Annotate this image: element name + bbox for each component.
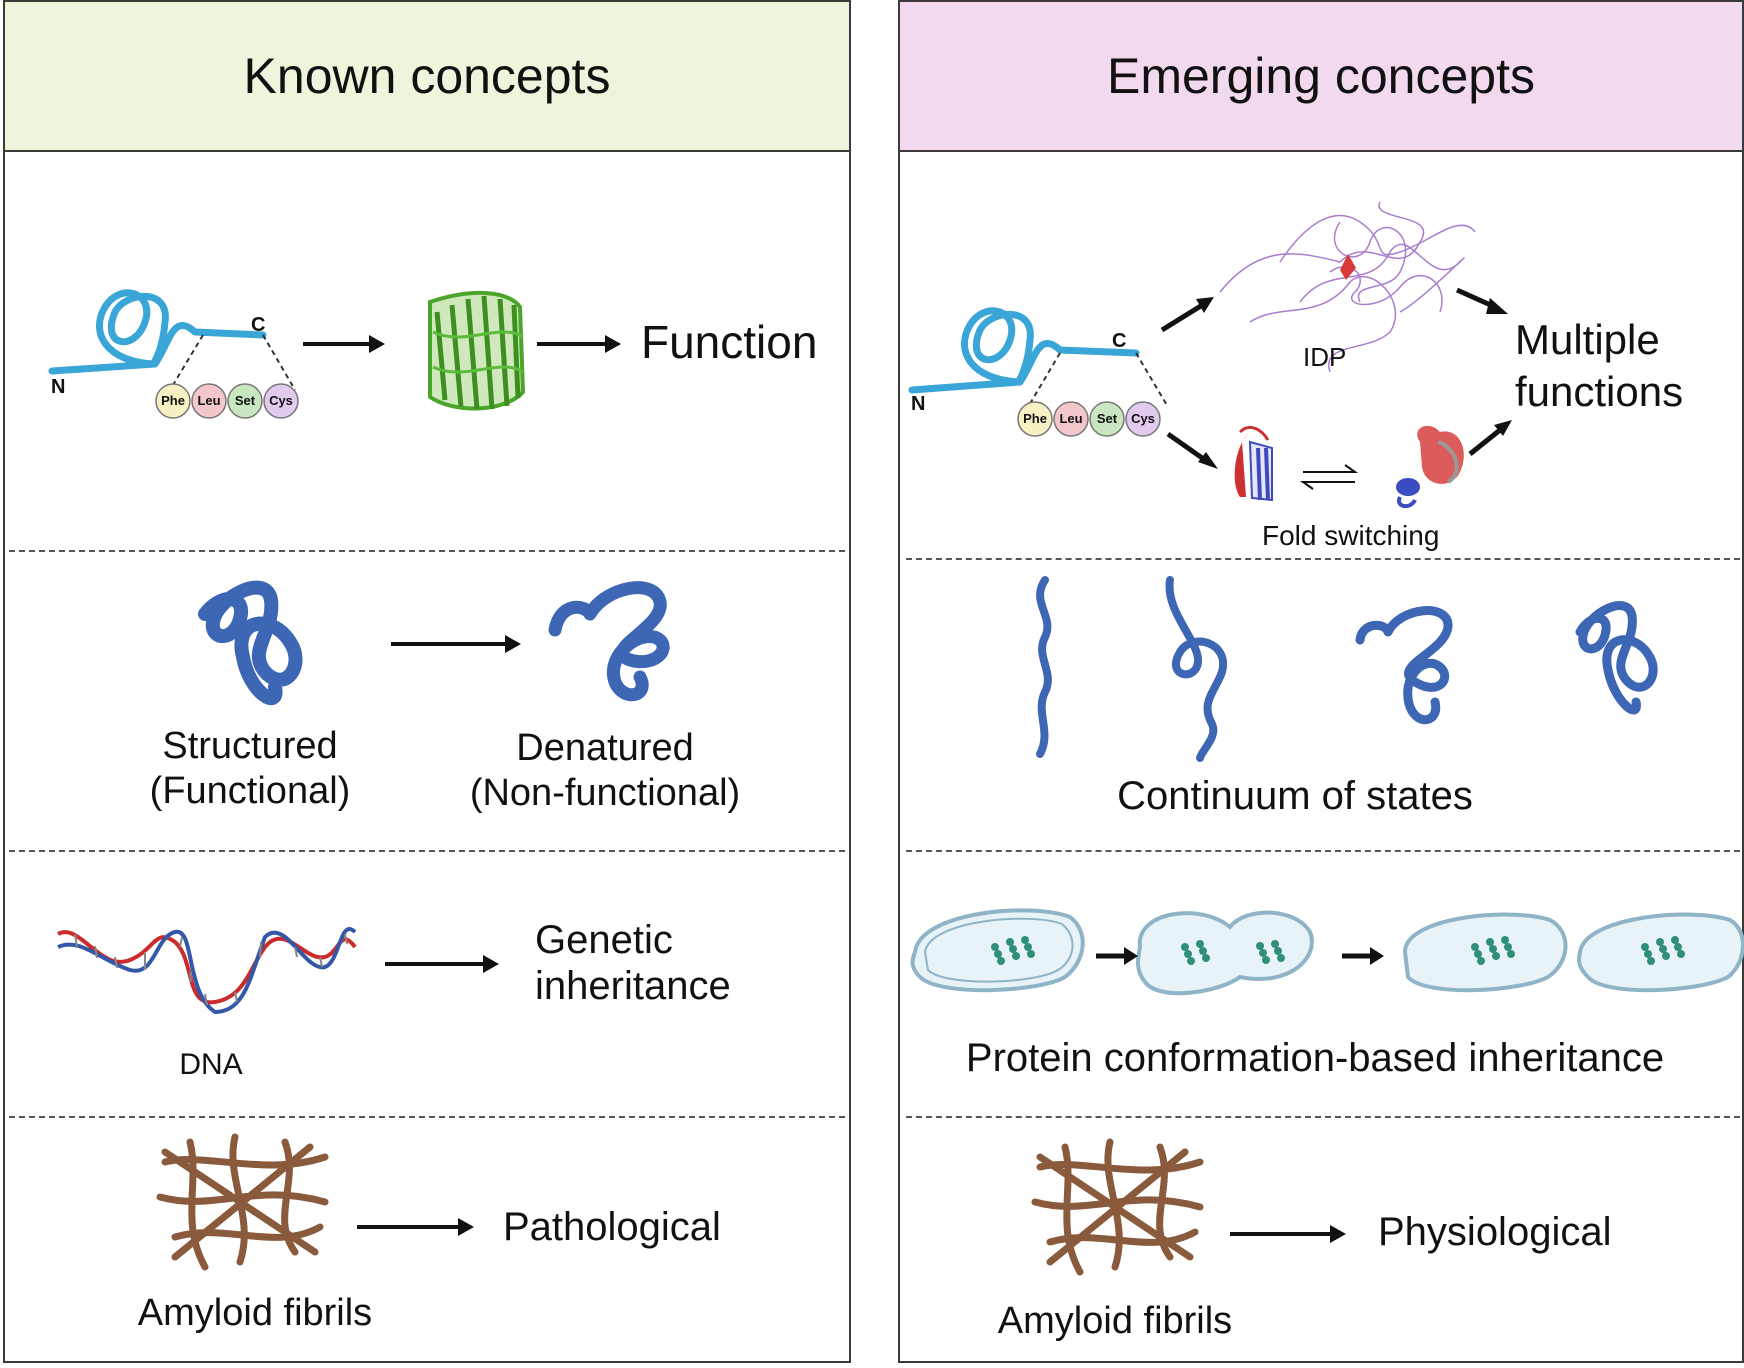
right-row3-art bbox=[910, 908, 1744, 996]
emerging-concepts-title: Emerging concepts bbox=[1106, 48, 1535, 104]
arrow-icon bbox=[1096, 947, 1138, 965]
residue-phe: Phe bbox=[161, 393, 185, 408]
residue-cys: Cys bbox=[269, 393, 293, 408]
residue-cys: Cys bbox=[1131, 411, 1155, 426]
pathological-label: Pathological bbox=[503, 1205, 721, 1249]
fold-switching-label: Fold switching bbox=[1262, 520, 1440, 551]
functional-label: (Functional) bbox=[149, 770, 351, 812]
residue-leu: Leu bbox=[1059, 411, 1083, 426]
inheritance-label: inheritance bbox=[535, 964, 731, 1008]
yeast-cell-icon bbox=[1136, 910, 1314, 996]
right-row4-art bbox=[1031, 1138, 1346, 1276]
coil-icon bbox=[1036, 576, 1052, 758]
physiological-label: Physiological bbox=[1378, 1210, 1612, 1254]
functions-label: functions bbox=[1515, 368, 1684, 415]
known-concepts-panel: Known concepts C N Phe Leu bbox=[3, 0, 851, 1363]
n-terminus-label: N bbox=[911, 393, 926, 415]
multiple-label: Multiple bbox=[1515, 316, 1660, 363]
arrow-icon bbox=[1455, 287, 1508, 314]
emerging-concepts-panel: Emerging concepts bbox=[898, 0, 1744, 1363]
non-functional-label: (Non-functional) bbox=[469, 772, 741, 814]
right-row1-art bbox=[908, 201, 1512, 509]
left-row2-art bbox=[198, 580, 670, 706]
arrow-icon bbox=[537, 335, 621, 353]
equilibrium-arrows-icon bbox=[1299, 464, 1359, 490]
left-row4-art bbox=[156, 1133, 474, 1271]
amyloid-fibril-icon bbox=[156, 1133, 329, 1271]
left-row3-art bbox=[57, 927, 499, 1015]
arrow-icon bbox=[1342, 947, 1384, 965]
row-divider bbox=[9, 1116, 845, 1118]
arrow-icon bbox=[303, 335, 385, 353]
prion-aggregate-icon bbox=[991, 936, 1685, 965]
residue-leu: Leu bbox=[197, 393, 221, 408]
emerging-concepts-header: Emerging concepts bbox=[900, 2, 1742, 152]
fold-switch-icon bbox=[1396, 425, 1464, 509]
denatured-label: Denatured bbox=[516, 727, 694, 769]
n-terminus-label: N bbox=[51, 376, 66, 398]
yeast-cell-icon bbox=[1402, 912, 1568, 993]
amyloid-fibrils-label: Amyloid fibrils bbox=[997, 1300, 1233, 1342]
arrow-icon bbox=[1166, 431, 1218, 469]
protein-chain-icon bbox=[48, 289, 296, 391]
row-divider bbox=[9, 550, 845, 552]
protein-chain-icon bbox=[908, 307, 1169, 408]
idp-ensemble-icon bbox=[1219, 201, 1476, 373]
fold-switch-icon bbox=[1234, 426, 1273, 502]
structured-label: Structured bbox=[162, 725, 338, 767]
arrow-icon bbox=[1160, 297, 1214, 333]
arrow-icon bbox=[357, 1218, 474, 1236]
coil-icon bbox=[198, 580, 303, 706]
arrow-icon bbox=[391, 635, 521, 653]
coil-icon bbox=[1165, 576, 1228, 762]
coil-icon bbox=[1355, 606, 1453, 725]
protein-inheritance-label: Protein conformation-based inheritance bbox=[965, 1036, 1665, 1080]
arrow-icon bbox=[1468, 420, 1512, 456]
continuum-label: Continuum of states bbox=[1117, 774, 1473, 818]
residue-set: Set bbox=[234, 393, 256, 408]
coil-icon bbox=[1575, 601, 1658, 715]
c-terminus-label: C bbox=[1112, 330, 1127, 352]
idp-core bbox=[1340, 254, 1356, 280]
row-divider bbox=[906, 850, 1740, 852]
dna-label: DNA bbox=[179, 1048, 243, 1081]
residue-set: Set bbox=[1096, 411, 1118, 426]
amyloid-fibrils-label: Amyloid fibrils bbox=[137, 1292, 373, 1334]
amyloid-fibril-icon bbox=[1031, 1138, 1204, 1276]
residue-row bbox=[155, 383, 299, 419]
row-divider bbox=[906, 1116, 1740, 1118]
right-row2-art bbox=[1036, 576, 1658, 762]
known-concepts-title: Known concepts bbox=[243, 48, 611, 104]
dna-helix-icon bbox=[57, 927, 357, 1015]
row-divider bbox=[9, 850, 845, 852]
beta-barrel-icon bbox=[428, 291, 526, 411]
c-terminus-label: C bbox=[251, 314, 266, 336]
known-concepts-header: Known concepts bbox=[5, 2, 849, 152]
arrow-icon bbox=[385, 955, 499, 973]
row-divider bbox=[906, 558, 1740, 560]
idp-label: IDP bbox=[1303, 342, 1347, 372]
residue-row bbox=[1017, 401, 1161, 437]
left-row1-art bbox=[48, 289, 621, 419]
arrow-icon bbox=[1230, 1225, 1346, 1243]
coil-icon bbox=[548, 581, 670, 702]
residue-phe: Phe bbox=[1023, 411, 1047, 426]
function-label: Function bbox=[641, 316, 818, 368]
genetic-label: Genetic bbox=[535, 918, 673, 962]
